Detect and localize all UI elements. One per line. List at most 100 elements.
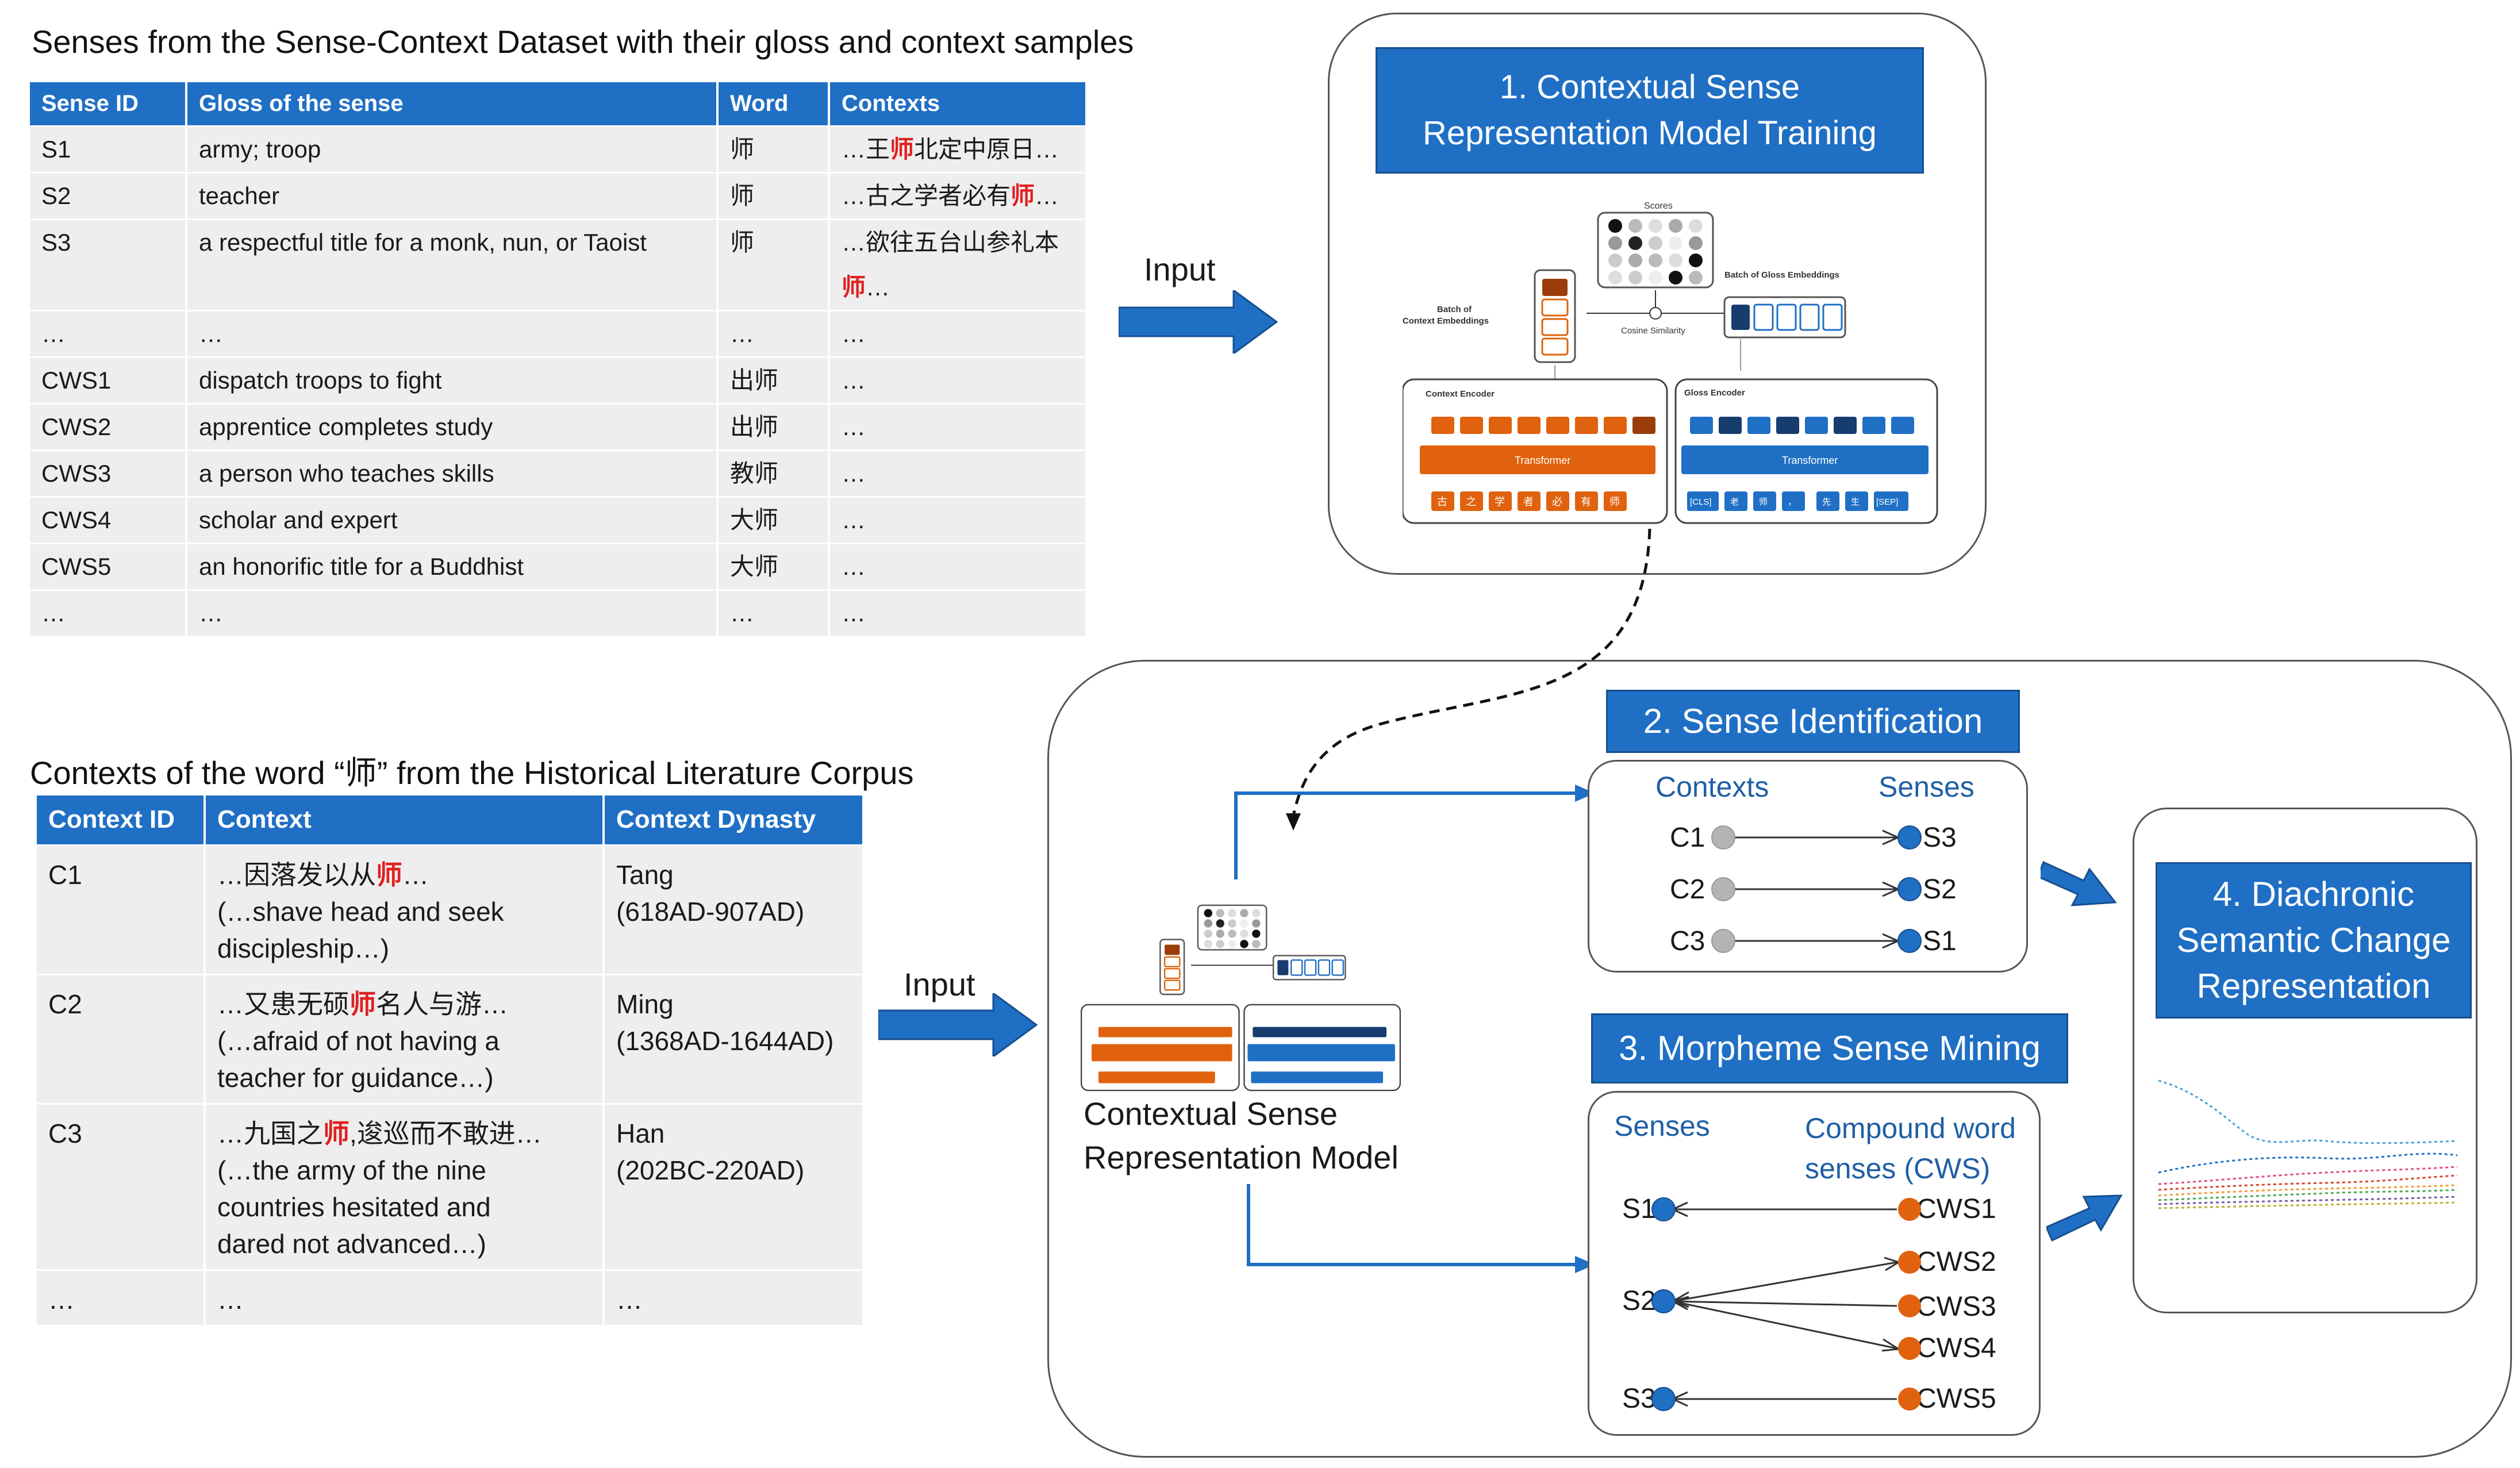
sense-context: …欲往五台山参礼本师…: [829, 219, 1088, 312]
svg-text:有: 有: [1581, 496, 1591, 508]
table-row: S2 teacher 师 …古之学者必有师…: [30, 172, 1088, 220]
sense-context: …: [829, 497, 1088, 544]
sense-context: …: [829, 357, 1088, 405]
input-arrow-top: [1119, 290, 1278, 353]
step3-cws3: CWS3: [1916, 1292, 1996, 1322]
sense-context: …王师北定中原日…: [829, 126, 1088, 174]
step2-context-c1: C1: [1670, 823, 1705, 853]
step3-sense-s3: S3: [1622, 1384, 1656, 1414]
context-transformer: [1420, 445, 1655, 474]
step2-context-c3: C3: [1670, 926, 1705, 956]
gloss-transformer: [1681, 445, 1929, 474]
sense-gloss: …: [186, 590, 719, 637]
context-dynasty: …: [604, 1270, 865, 1327]
step3-cws4: CWS4: [1916, 1333, 1996, 1363]
model-diagram-large: Scores Cosine Similarity Batch of Contex…: [1403, 201, 1938, 524]
dashed-connector: [1286, 528, 1651, 831]
svg-text:老: 老: [1730, 497, 1739, 507]
step2-edge: [1711, 825, 1922, 850]
step1-line2: Representation Model Training: [1423, 114, 1877, 152]
svg-text:师: 师: [1609, 496, 1620, 508]
cosine-label: Cosine Similarity: [1621, 326, 1685, 336]
context-table-header: Context ID Context Context Dynasty: [37, 796, 865, 846]
step4-line2: Semantic Change: [2176, 921, 2451, 959]
table-row: CWS2 apprentice completes study 出师 …: [30, 403, 1088, 451]
table-row: CWS1 dispatch troops to fight 出师 …: [30, 357, 1088, 405]
table-row: C3 …九国之师,逡巡而不敢进… (…the army of the nine …: [37, 1104, 865, 1271]
sense-word: 大师: [717, 543, 830, 591]
step2-edges: [1711, 825, 1922, 953]
step2-sense-s2: S2: [1923, 874, 1957, 905]
input-arrow-bottom: [878, 993, 1038, 1056]
context-text: …: [205, 1270, 605, 1327]
context-tokens: 古 之 学 者 必 有 师: [1431, 491, 1627, 511]
context-dynasty: Ming (1368AD-1644AD): [604, 974, 865, 1105]
step2-panel: [1588, 760, 2028, 973]
sense-id: CWS4: [30, 497, 187, 544]
step3-title: 3. Morpheme Sense Mining: [1591, 1013, 2068, 1083]
step3-col-cws: Compound word senses (CWS): [1805, 1112, 2016, 1185]
header-context: Context: [205, 796, 605, 846]
context-dynasty: Tang (618AD-907AD): [604, 845, 865, 975]
svg-text:古: 古: [1437, 496, 1447, 508]
table-row: CWS3 a person who teaches skills 教师 …: [30, 450, 1088, 498]
context-id: …: [37, 1270, 206, 1327]
sense-id: CWS2: [30, 403, 187, 451]
gloss-encoder-outputs: [1690, 417, 1914, 434]
step1-title-box: 1. Contextual Sense Representation Model…: [1376, 47, 1924, 174]
svg-text:[SEP]: [SEP]: [1876, 497, 1898, 507]
context-text: …九国之师,逡巡而不敢进… (…the army of the nine cou…: [205, 1104, 605, 1271]
sense-gloss: a respectful title for a monk, nun, or T…: [186, 219, 719, 312]
svg-text:学: 学: [1495, 496, 1505, 508]
context-id: C3: [37, 1104, 206, 1271]
svg-text:先: 先: [1822, 497, 1831, 507]
sense-gloss: dispatch troops to fight: [186, 357, 719, 405]
step2-sense-s1: S1: [1923, 926, 1957, 956]
header-contexts: Contexts: [829, 82, 1088, 127]
sense-context: …: [829, 543, 1088, 591]
sense-word: 大师: [717, 497, 830, 544]
header-sense-id: Sense ID: [30, 82, 187, 127]
sense-id: …: [30, 590, 187, 637]
sense-gloss: …: [186, 310, 719, 358]
context-table-title: Contexts of the word “师” from the Histor…: [30, 755, 914, 791]
step4-line1: 4. Diachronic: [2212, 875, 2415, 913]
step2-title: 2. Sense Identification: [1606, 690, 2020, 753]
svg-text:必: 必: [1552, 496, 1562, 508]
table-row: … … … …: [30, 310, 1088, 358]
gloss-transformer-label: Transformer: [1782, 455, 1838, 466]
step2-col-contexts: Contexts: [1655, 771, 1769, 803]
table-row: CWS4 scholar and expert 大师 …: [30, 497, 1088, 544]
table-row: … … …: [37, 1270, 865, 1327]
header-dynasty: Context Dynasty: [604, 796, 865, 846]
batch-ctx-label1: Batch of: [1437, 305, 1472, 314]
sense-table: Sense ID Gloss of the sense Word Context…: [30, 82, 1088, 637]
model-label: Contextual Sense Representation Model: [1084, 1096, 1399, 1175]
sense-table-title: Senses from the Sense-Context Dataset wi…: [32, 24, 1134, 60]
header-context-id: Context ID: [37, 796, 206, 846]
sense-context: …古之学者必有师…: [829, 172, 1088, 220]
sense-gloss: an honorific title for a Buddhist: [186, 543, 719, 591]
sense-word: …: [717, 590, 830, 637]
svg-text:[CLS]: [CLS]: [1690, 497, 1712, 507]
sense-gloss: teacher: [186, 172, 719, 220]
model-diagram-small: [1081, 904, 1401, 1092]
gloss-tokens: [CLS] 老 师 ， 先 生 [SEP]: [1687, 491, 1908, 511]
step3-cws1: CWS1: [1916, 1194, 1996, 1224]
step2-edge: [1711, 929, 1922, 953]
sense-word: 出师: [717, 357, 830, 405]
step3-sense-s1: S1: [1622, 1194, 1656, 1224]
sense-gloss: apprentice completes study: [186, 403, 719, 451]
context-id: C2: [37, 974, 206, 1105]
scores-label: Scores: [1644, 201, 1673, 211]
sense-id: CWS1: [30, 357, 187, 405]
step4-title-box: 4. Diachronic Semantic Change Representa…: [2156, 862, 2472, 1019]
step3-sense-s2: S2: [1622, 1286, 1656, 1316]
context-encoder-label: Context Encoder: [1426, 389, 1495, 399]
context-id: C1: [37, 845, 206, 975]
context-text: …因落发以从师… (…shave head and seek disciples…: [205, 845, 605, 975]
svg-text:，: ，: [1788, 497, 1796, 507]
sense-id: S2: [30, 172, 187, 220]
step3-edges: [1651, 1197, 1921, 1411]
arrow-step3-to-step4: [2046, 1194, 2123, 1242]
